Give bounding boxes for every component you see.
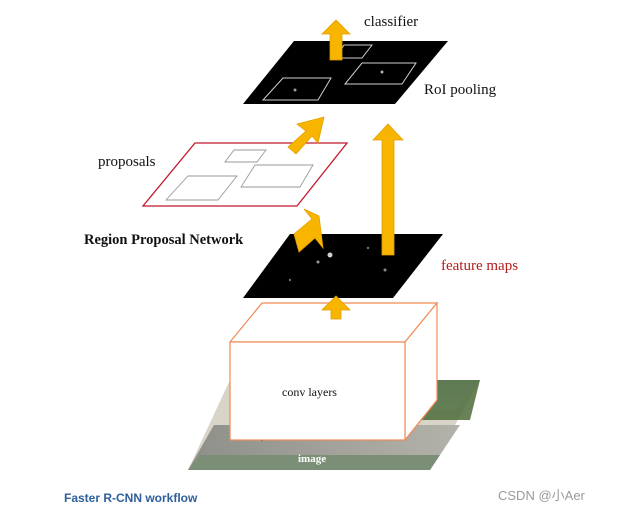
proposal-box <box>240 164 314 188</box>
proposal-box <box>164 175 238 201</box>
arrow-up-icon <box>321 295 351 320</box>
arrow-up-icon <box>321 19 351 61</box>
conv-layers-label: conv layers <box>282 385 337 399</box>
rpn-label: Region Proposal Network <box>84 232 244 248</box>
watermark: CSDN @小Aer <box>498 488 586 503</box>
arrow-diagonal-icon <box>287 116 325 155</box>
feature-maps-plane <box>243 234 443 298</box>
classifier-label: classifier <box>364 14 418 30</box>
proposal-box <box>224 149 267 163</box>
arrow-up-icon <box>372 123 404 256</box>
image-label: image <box>298 453 326 465</box>
roi-pooling-label: RoI pooling <box>424 82 497 98</box>
proposals-plane <box>141 142 349 207</box>
arrow-diagonal-icon <box>293 208 324 253</box>
roi-pooling-plane <box>243 41 448 104</box>
feature-maps-label: feature maps <box>441 258 518 274</box>
figure-caption: Faster R-CNN workflow <box>64 491 198 505</box>
conv-layers-box: conv layers <box>228 301 439 442</box>
proposals-label: proposals <box>98 154 156 170</box>
